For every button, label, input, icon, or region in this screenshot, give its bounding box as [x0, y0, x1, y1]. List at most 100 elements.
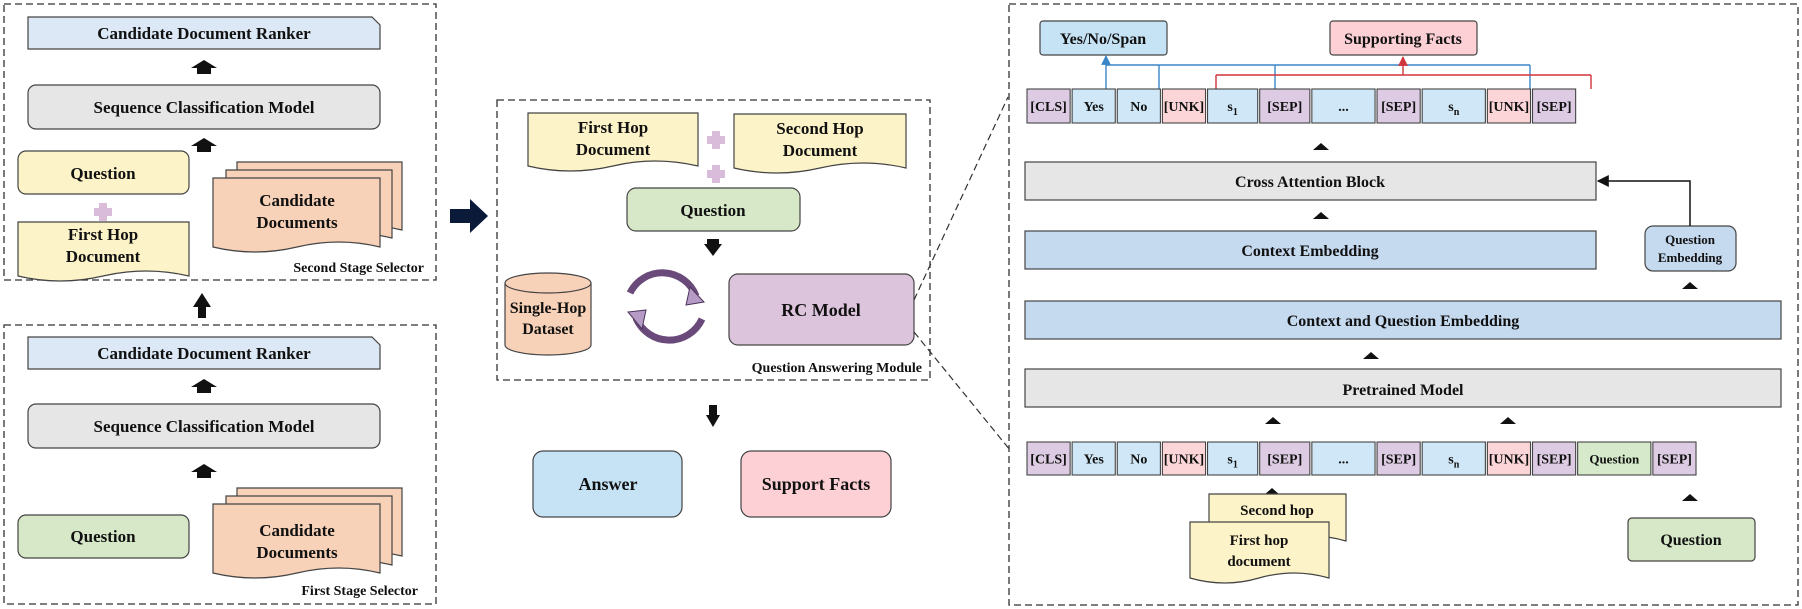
token-cell: [1116, 88, 1161, 124]
token-cell: [1206, 441, 1259, 476]
rc-model-detail-frame: [1008, 3, 1799, 606]
context-embedding-label: Context Embedding: [1241, 243, 1378, 260]
up-arrowhead-icon: [1363, 352, 1379, 359]
token-cell: [1531, 88, 1577, 124]
up-arrowhead-icon: [1682, 494, 1698, 501]
rc-model-label: RC Model: [781, 300, 861, 320]
down-arrowhead-icon: [704, 239, 722, 256]
token-label: [SEP]: [1537, 453, 1572, 468]
up-arrowhead-icon: [191, 138, 217, 152]
token-cell: [1116, 441, 1161, 476]
down-arrowhead-icon: [706, 405, 720, 427]
pretrained-model-label: Pretrained Model: [1342, 382, 1464, 399]
token-subscript: 1: [1233, 460, 1238, 471]
qa-second-hop-label-1: Second Hop: [776, 119, 863, 138]
second-stage-candidate-docs-stack: [212, 161, 403, 253]
token-cell: [1577, 441, 1652, 476]
first-stage-caption: First Stage Selector: [301, 584, 418, 599]
answer-label: Answer: [579, 474, 638, 494]
zoom-line-bottom: [913, 331, 1011, 451]
token-cell: [1311, 88, 1376, 124]
token-label: Yes: [1084, 100, 1105, 115]
token-cell: [1206, 88, 1259, 124]
token-cell: [1486, 88, 1532, 124]
dataset-label-1: Single-Hop: [510, 300, 587, 317]
token-label: [SEP]: [1267, 100, 1302, 115]
token-subscript: n: [1454, 107, 1460, 118]
cycle-arrows-icon: [626, 269, 706, 344]
context-question-embedding-label: Context and Question Embedding: [1287, 313, 1520, 330]
qa-second-hop-label-2: Document: [783, 141, 858, 160]
token-label: [UNK]: [1489, 453, 1529, 468]
token-cell: [1026, 441, 1071, 476]
supporting-facts-box: [1329, 20, 1478, 56]
token-cell: [1259, 441, 1311, 476]
second-stage-classifier-box: [27, 84, 381, 130]
token-label: [UNK]: [1164, 100, 1204, 115]
second-stage-question-label: Question: [70, 164, 136, 183]
context-question-embedding-box: [1024, 300, 1782, 340]
token-cell: [1421, 88, 1486, 124]
token-cell: [1071, 441, 1116, 476]
first-stage-question-box: [17, 514, 190, 559]
token-cell: [1071, 88, 1116, 124]
token-cell: [1376, 88, 1421, 124]
qa-question-label: Question: [680, 201, 746, 220]
token-label: ...: [1338, 453, 1349, 468]
yes-no-span-label: Yes/No/Span: [1060, 31, 1146, 48]
token-cell: [1376, 441, 1421, 476]
up-arrowhead-icon: [191, 464, 217, 478]
pretrained-model-box: [1024, 368, 1782, 408]
up-arrow-icon: [193, 293, 211, 318]
second-stage-ranker-label: Candidate Document Ranker: [97, 24, 311, 43]
token-label: [UNK]: [1164, 453, 1204, 468]
cross-attention-label: Cross Attention Block: [1235, 174, 1385, 191]
up-arrowhead-icon: [191, 60, 217, 74]
second-hop-label: Second hop: [1240, 503, 1314, 519]
support-facts-box: [740, 450, 892, 518]
token-cell: [1652, 441, 1697, 476]
question-answering-module-frame: [496, 99, 931, 381]
right-question-box: [1627, 517, 1756, 562]
first-stage-question-label: Question: [70, 527, 136, 546]
support-fact-connectors: [1215, 56, 1592, 89]
up-arrowhead-icon: [1313, 212, 1329, 219]
first-stage-selector-frame: [3, 324, 437, 605]
token-cell: [1161, 441, 1207, 476]
token-cell: [1531, 441, 1577, 476]
first-stage-candidate-docs-stack: [212, 487, 403, 579]
plus-icon: [707, 131, 725, 149]
rc-model-box: [728, 273, 915, 346]
second-stage-classifier-label: Sequence Classification Model: [94, 98, 315, 117]
qa-question-box: [626, 187, 801, 232]
token-label: Question: [1589, 452, 1640, 467]
cross-attention-box: [1024, 161, 1597, 201]
up-arrowhead-icon: [191, 379, 217, 393]
token-cell: [1311, 441, 1376, 476]
token-subscript: 1: [1233, 107, 1238, 118]
token-label: No: [1130, 100, 1147, 115]
first-stage-candidates-label-2: Documents: [256, 543, 338, 562]
plus-icon: [707, 165, 725, 183]
up-arrowhead-icon: [1265, 417, 1281, 424]
zoom-line-top: [913, 96, 1009, 301]
second-stage-candidates-label-1: Candidate: [259, 191, 335, 210]
first-stage-classifier-label: Sequence Classification Model: [94, 417, 315, 436]
qa-module-caption: Question Answering Module: [752, 361, 922, 376]
span-connectors: [1101, 55, 1531, 89]
yes-no-span-box: [1039, 20, 1168, 56]
token-cell: [1259, 88, 1311, 124]
context-embedding-box: [1024, 230, 1597, 270]
token-label: [SEP]: [1381, 100, 1416, 115]
plus-icon: [94, 203, 112, 221]
qa-first-hop-label-1: First Hop: [578, 118, 648, 137]
token-label: [CLS]: [1030, 100, 1067, 115]
token-label: [SEP]: [1537, 100, 1572, 115]
token-label: [CLS]: [1030, 453, 1067, 468]
token-label: [UNK]: [1489, 100, 1529, 115]
first-stage-classifier-box: [27, 403, 381, 449]
question-embedding-label-1: Question: [1665, 232, 1716, 247]
first-hop-label-2: document: [1227, 554, 1290, 570]
second-stage-question-box: [17, 150, 190, 195]
